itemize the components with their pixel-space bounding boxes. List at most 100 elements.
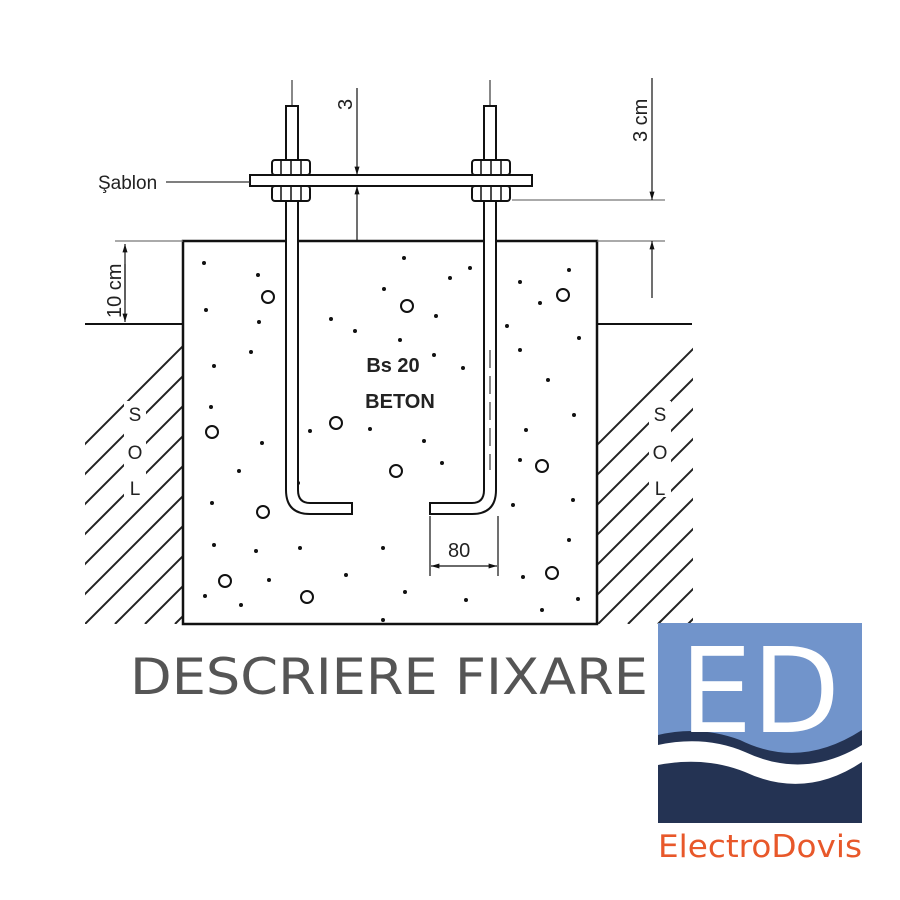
aggregate-dot — [538, 301, 542, 305]
hatch-line — [657, 587, 693, 624]
aggregate-stone — [556, 288, 570, 302]
aggregate-dot — [256, 273, 260, 277]
aggregate-stone — [535, 459, 549, 473]
aggregate-stone — [389, 464, 403, 478]
aggregate-dot — [518, 280, 522, 284]
aggregate-dot — [210, 501, 214, 505]
aggregate-dot — [432, 353, 436, 357]
logo-monogram: ED — [680, 622, 840, 760]
aggregate-dot — [468, 266, 472, 270]
aggregate-dot — [540, 608, 544, 612]
hatch-line — [85, 525, 182, 624]
hatch-line — [868, 324, 900, 624]
dimension-right-label: 3 cm — [630, 99, 652, 142]
aggregate-dot — [546, 378, 550, 382]
aggregate-dot — [368, 427, 372, 431]
hatch-line — [598, 497, 693, 596]
concrete-block — [181, 239, 599, 626]
aggregate-dot — [381, 546, 385, 550]
diagram-title: DESCRIERE FIXARE — [130, 648, 648, 706]
aggregate-dot — [422, 439, 426, 443]
aggregate-stone — [261, 290, 275, 304]
concrete-grade-label: Bs 20 — [366, 355, 419, 377]
template-label: Şablon — [98, 173, 157, 194]
hatch-line — [598, 467, 693, 566]
aggregate-dot — [448, 276, 452, 280]
soil-letter: O — [653, 443, 668, 464]
hatch-line — [808, 324, 900, 624]
hatch-line — [114, 555, 182, 624]
aggregate-dot — [249, 350, 253, 354]
aggregate-dot — [237, 469, 241, 473]
aggregate-dot — [202, 261, 206, 265]
aggregate-stone — [329, 416, 343, 430]
hatch-line — [838, 324, 900, 624]
aggregate-dot — [209, 405, 213, 409]
aggregate-stone — [300, 590, 314, 604]
nuts — [271, 159, 511, 202]
electrodovis-logo: ED ElectroDovis — [658, 622, 862, 865]
aggregate-stone — [218, 574, 232, 588]
hatch-line — [598, 407, 693, 506]
aggregate-dot — [403, 590, 407, 594]
aggregate-dot — [524, 428, 528, 432]
aggregate-dot — [298, 546, 302, 550]
aggregate-dot — [567, 268, 571, 272]
aggregate-dot — [402, 256, 406, 260]
dimension-left-label: 10 cm — [104, 264, 126, 318]
hatch-line — [85, 345, 182, 446]
concrete-label: BETON — [365, 391, 435, 413]
concrete-aggregate — [202, 256, 581, 622]
aggregate-dot — [518, 348, 522, 352]
aggregate-dot — [308, 429, 312, 433]
aggregate-dot — [260, 441, 264, 445]
soil-letter: S — [654, 405, 667, 426]
aggregate-dot — [203, 594, 207, 598]
aggregate-dot — [398, 338, 402, 342]
dimension-left — [115, 240, 183, 322]
aggregate-stone — [400, 299, 414, 313]
aggregate-dot — [440, 461, 444, 465]
aggregate-stone — [256, 505, 270, 519]
aggregate-dot — [505, 324, 509, 328]
hatch-line — [778, 324, 900, 624]
hatch-line — [718, 324, 900, 624]
hatch-line — [85, 495, 182, 596]
hatch-line — [687, 617, 693, 624]
aggregate-dot — [382, 287, 386, 291]
anchor-bolt-right — [429, 80, 497, 515]
aggregate-dot — [212, 543, 216, 547]
aggregate-dot — [434, 314, 438, 318]
aggregate-dot — [257, 320, 261, 324]
soil-label-left: S O L — [124, 401, 146, 500]
aggregate-stone — [205, 425, 219, 439]
aggregate-dot — [572, 413, 576, 417]
aggregate-dot — [571, 498, 575, 502]
aggregate-dot — [212, 364, 216, 368]
dimension-hook — [429, 516, 499, 576]
soil-letter: S — [129, 405, 142, 426]
hatch-line — [627, 557, 693, 624]
aggregate-dot — [567, 538, 571, 542]
aggregate-dot — [267, 578, 271, 582]
aggregate-dot — [353, 329, 357, 333]
aggregate-dot — [461, 366, 465, 370]
hatch-line — [598, 527, 693, 624]
aggregate-dot — [344, 573, 348, 577]
soil-letter: L — [655, 479, 666, 500]
dimension-top-label: 3 — [335, 99, 357, 110]
aggregate-dot — [576, 597, 580, 601]
soil-letter: O — [128, 443, 143, 464]
aggregate-dot — [329, 317, 333, 321]
hatch-line — [598, 347, 693, 446]
dimension-right — [512, 78, 665, 298]
aggregate-dot — [464, 598, 468, 602]
template-plate — [249, 174, 533, 187]
aggregate-dot — [381, 618, 385, 622]
logo-brand-name: ElectroDovis — [658, 829, 862, 865]
aggregate-dot — [518, 458, 522, 462]
soil-label-right: S O L — [649, 401, 671, 500]
hatch-line — [748, 324, 900, 624]
